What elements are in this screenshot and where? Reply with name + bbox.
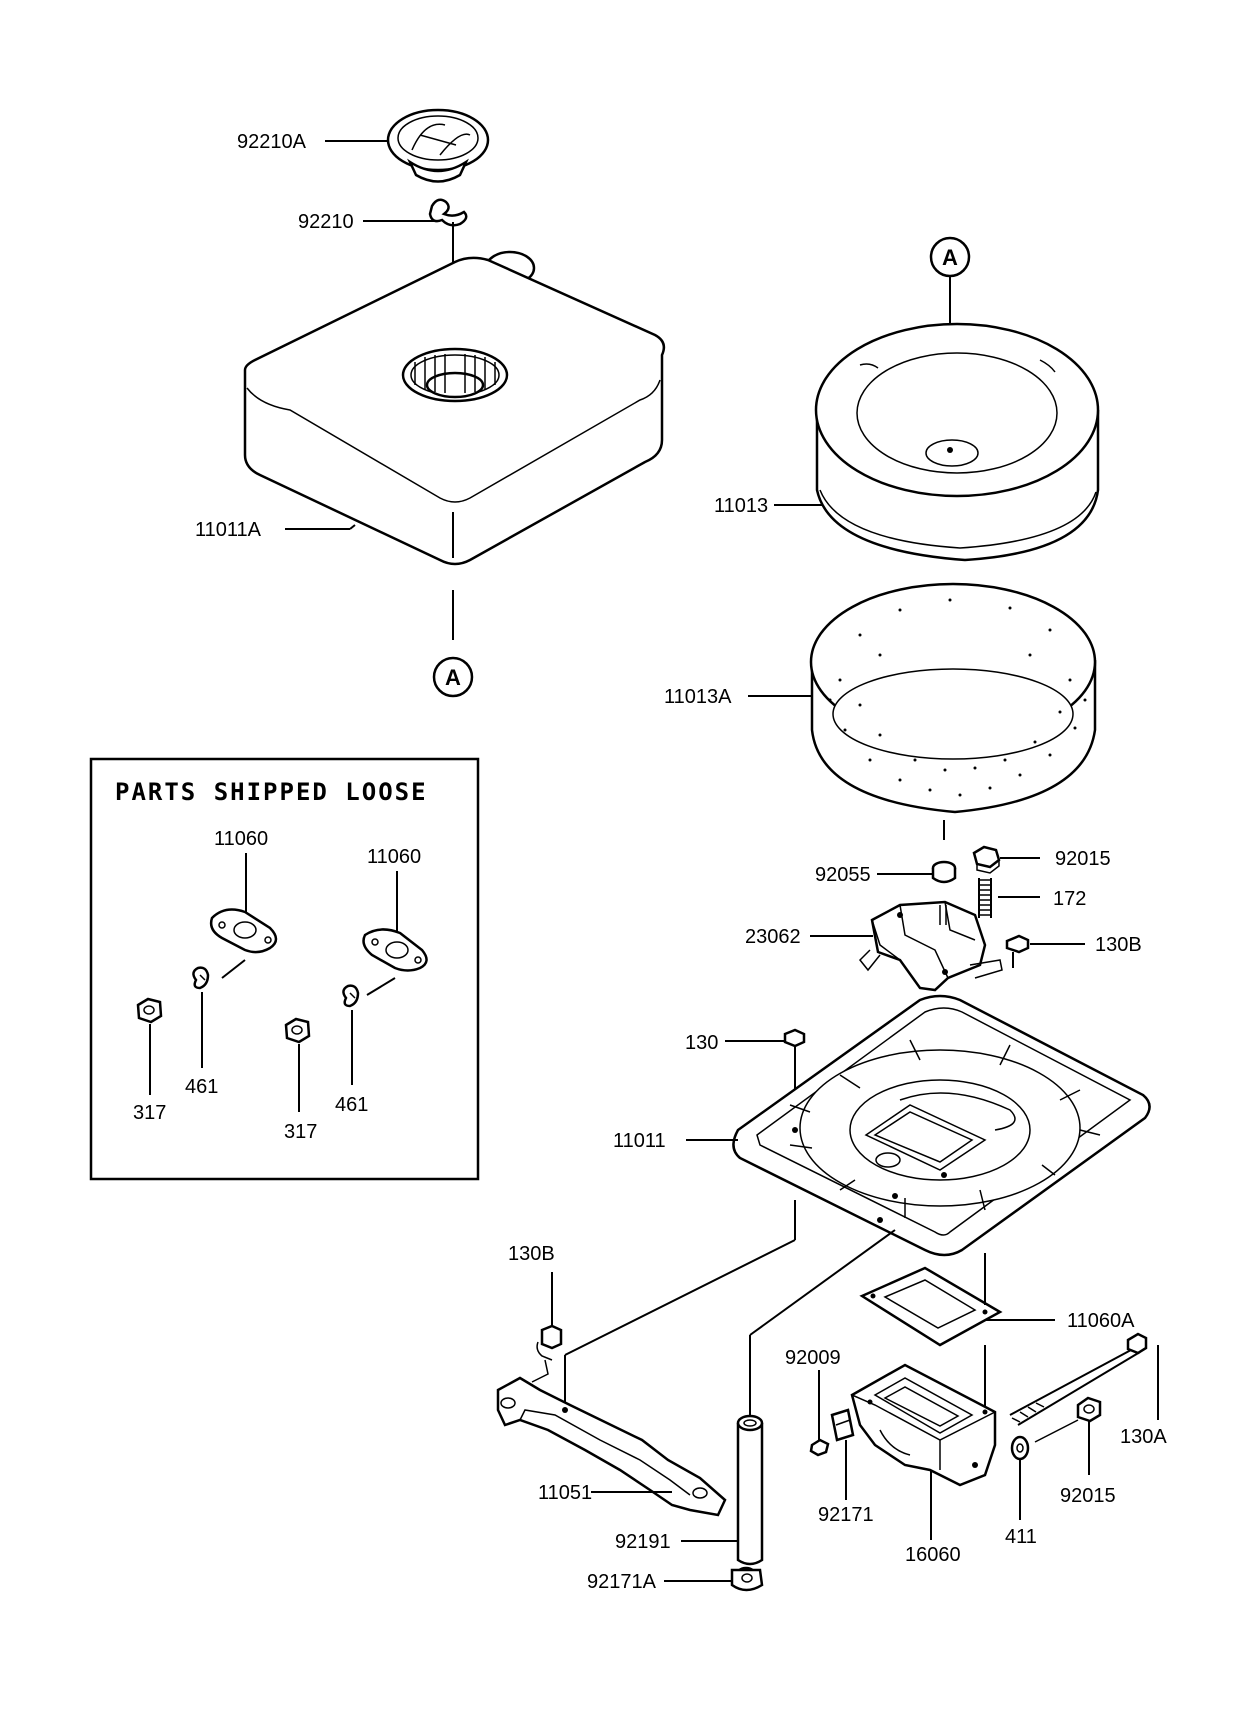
- label-tube: 92191: [615, 1531, 671, 1553]
- label-bolt-long: 130A: [1120, 1426, 1167, 1448]
- label-bracket: 11051: [538, 1482, 592, 1504]
- duct-part: [850, 1363, 997, 1487]
- label-gasket-right: 11060: [367, 846, 421, 868]
- label-washer-top: 92055: [815, 864, 871, 886]
- cover-part: [243, 250, 666, 566]
- clamp-part: [730, 1566, 764, 1592]
- label-clamp: 92171A: [587, 1571, 657, 1593]
- cover-neck: [401, 347, 509, 403]
- washer-top-part: [931, 860, 957, 884]
- bolt-long-part: [1009, 1332, 1148, 1426]
- label-stud: 172: [1053, 888, 1086, 910]
- element-inner-part: [809, 582, 1097, 814]
- label-washer-left: 461: [185, 1076, 218, 1098]
- label-gasket-left: 11060: [214, 828, 268, 850]
- element-outer-part: [814, 322, 1100, 562]
- nut-left-part: [136, 997, 163, 1024]
- label-bolt-base: 130: [685, 1032, 718, 1054]
- label-nut-left: 317: [133, 1102, 166, 1124]
- label-nut-top: 92015: [1055, 848, 1111, 870]
- label-washer-right: 461: [335, 1094, 368, 1116]
- label-cap: 92210A: [237, 131, 307, 153]
- label-base: 11011: [613, 1130, 666, 1152]
- cap-part: [386, 108, 490, 183]
- nut-top-part: [972, 845, 1001, 874]
- stud-part: [978, 878, 992, 918]
- clip-small-part: [830, 1408, 855, 1442]
- washer-left-part: [192, 966, 210, 990]
- label-bolt-deflector: 130B: [1095, 934, 1142, 956]
- gasket-left-part: [209, 908, 278, 954]
- label-washer-bottom: 411: [1005, 1526, 1037, 1548]
- label-clip-small: 92171: [818, 1504, 874, 1526]
- label-clip: 92210: [298, 211, 354, 233]
- nut-right-part: [284, 1017, 311, 1044]
- bolt-deflector-part: [1005, 934, 1030, 968]
- label-deflector: 23062: [745, 926, 801, 948]
- bracket-part: [496, 1359, 727, 1517]
- base-part: [732, 994, 1151, 1257]
- deflector-part: [858, 900, 1003, 992]
- label-stud-long: 92009: [785, 1347, 841, 1369]
- tube-part: [736, 1414, 764, 1566]
- washer-right-part: [342, 984, 360, 1008]
- gasket-part: [859, 1266, 1003, 1347]
- svg-text:A: A: [942, 245, 958, 270]
- washer-bottom-part: [1010, 1435, 1030, 1461]
- label-cover: 11011A: [195, 519, 262, 541]
- gasket-right-part: [362, 928, 428, 972]
- stud-long-part: [809, 1438, 830, 1457]
- label-bolt-bracket: 130B: [508, 1243, 555, 1265]
- label-duct: 16060: [905, 1544, 961, 1566]
- bolt-base-part: [783, 1028, 806, 1062]
- label-nut-bottom: 92015: [1060, 1485, 1116, 1507]
- parts-shipped-loose-box: PARTS SHIPPED LOOSE 11060 11060 461: [89, 757, 480, 1181]
- clip-part: [428, 198, 468, 227]
- bolt-bracket-part: [536, 1324, 563, 1361]
- svg-text:A: A: [445, 665, 461, 690]
- marker-a-bottom: A: [432, 656, 474, 698]
- loose-box-title: PARTS SHIPPED LOOSE: [115, 778, 428, 806]
- label-element-inner: 11013A: [664, 686, 732, 708]
- label-element-outer: 11013: [714, 495, 768, 517]
- label-nut-right: 317: [284, 1121, 317, 1143]
- nut-bottom-part: [1076, 1396, 1102, 1423]
- marker-a-top: A: [929, 236, 971, 278]
- label-gasket: 11060A: [1067, 1310, 1135, 1332]
